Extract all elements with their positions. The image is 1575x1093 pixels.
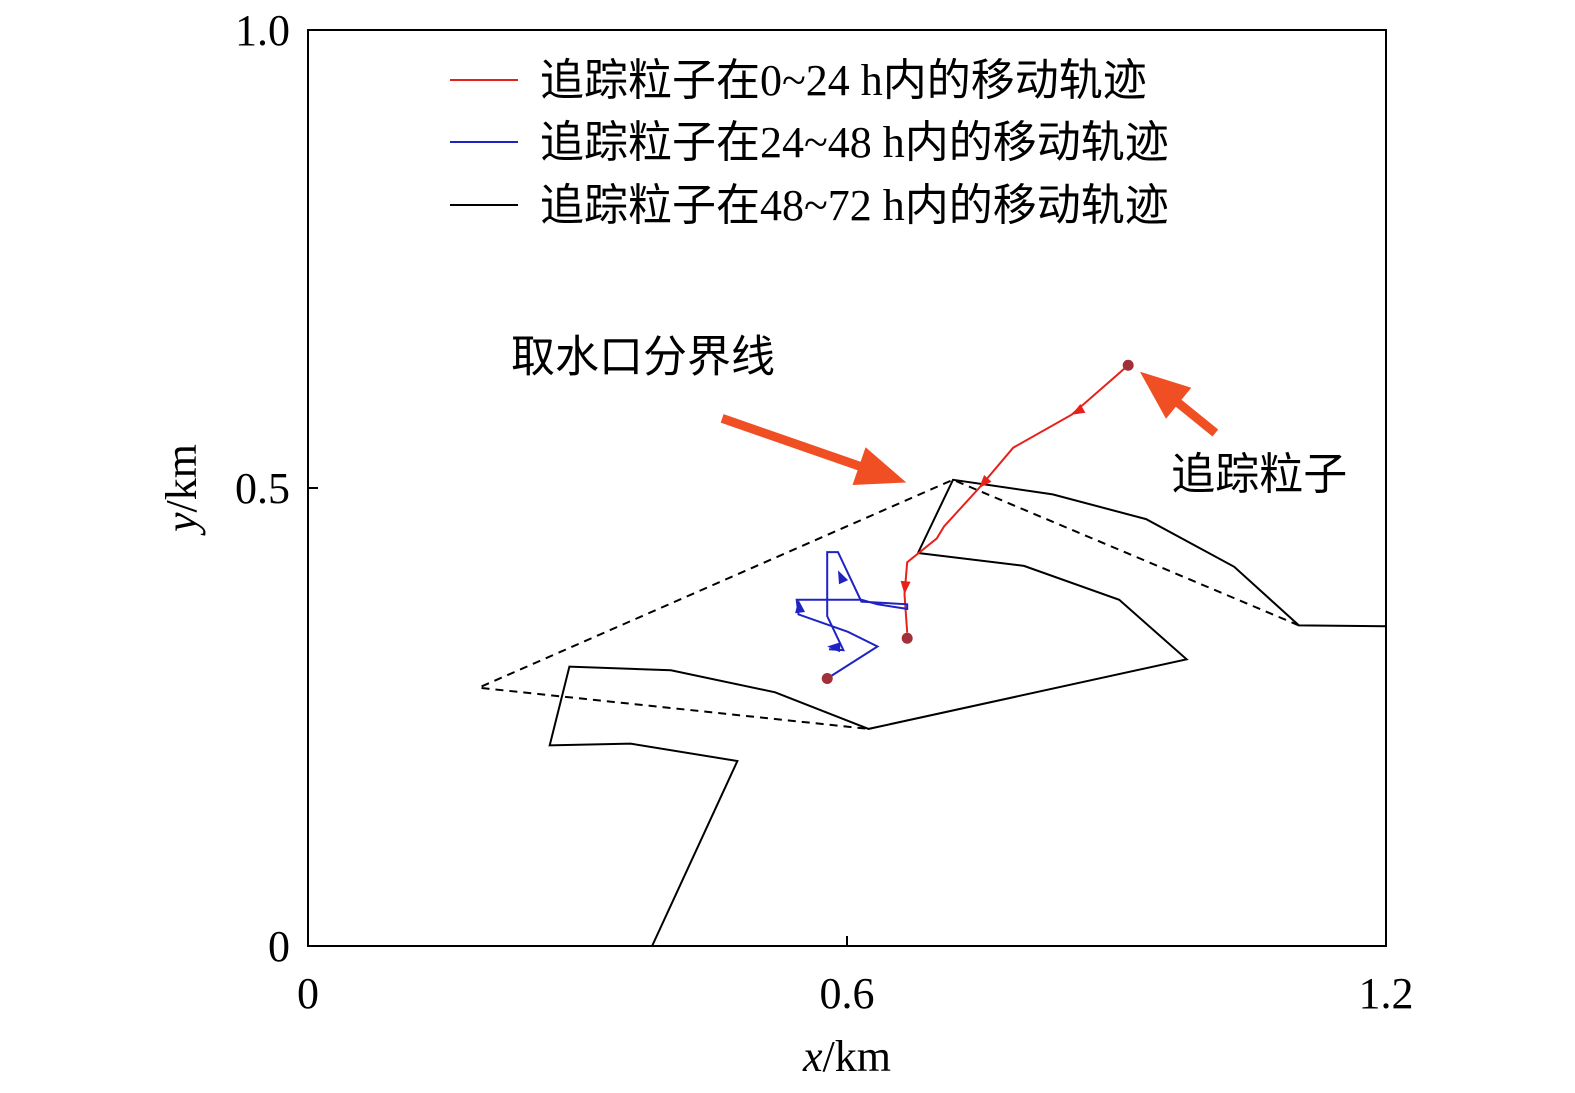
x-tick-label-2: 1.2 xyxy=(1359,969,1414,1018)
start-point-2 xyxy=(821,673,833,685)
legend-label-0-24h: 追踪粒子在0~24 h内的移动轨迹 xyxy=(540,56,1147,105)
x-tick-label-0: 0 xyxy=(297,969,319,1018)
x-axis: 0 0.6 1.2 x/km xyxy=(297,936,1414,1081)
x-tick-label-1: 0.6 xyxy=(820,969,875,1018)
y-ticks: 0 0.5 1.0 xyxy=(235,6,318,971)
y-axis: 0 0.5 1.0 y/km xyxy=(157,6,318,971)
legend-label-48-72h: 追踪粒子在48~72 h内的移动轨迹 xyxy=(540,181,1169,230)
y-tick-label-2: 1.0 xyxy=(235,6,290,55)
boundary-layer xyxy=(474,478,1387,947)
tracer-particle-annotation: 追踪粒子 xyxy=(1171,449,1347,500)
start-point-markers xyxy=(821,359,1134,685)
y-axis-label: y/km xyxy=(157,444,206,536)
x-axis-label: x/km xyxy=(802,1032,891,1081)
series-line-0 xyxy=(903,364,1129,633)
y-tick-label-0: 0 xyxy=(268,922,290,971)
series-1-direction-arrow-0 xyxy=(795,599,805,614)
legend: 追踪粒子在0~24 h内的移动轨迹 追踪粒子在24~48 h内的移动轨迹 追踪粒… xyxy=(450,56,1169,230)
series-0-direction-arrow-0 xyxy=(1071,404,1086,415)
series-0-direction-arrow-1 xyxy=(979,475,992,488)
series-1-direction-arrow-2 xyxy=(838,570,849,585)
y-tick-label-1: 0.5 xyxy=(235,464,290,513)
intake-boundary-annotation: 取水口分界线 xyxy=(511,332,775,383)
upper-shore-line xyxy=(917,478,1387,628)
series-1-direction-arrow-1 xyxy=(827,642,841,653)
tracer-particle-arrow xyxy=(1139,371,1219,437)
annotations: 取水口分界线 追踪粒子 xyxy=(511,332,1347,500)
series-line-1 xyxy=(795,551,909,680)
start-point-0 xyxy=(1122,359,1134,371)
intake-boundary-arrow xyxy=(720,414,907,485)
intake-boundary-dashed-line xyxy=(474,478,1300,730)
series-layer xyxy=(795,364,1129,680)
series-0-direction-arrow-2 xyxy=(900,580,911,595)
start-point-1 xyxy=(901,632,913,644)
lower-shore-line xyxy=(548,552,1189,947)
legend-label-24-48h: 追踪粒子在24~48 h内的移动轨迹 xyxy=(540,118,1169,167)
x-ticks: 0 0.6 1.2 xyxy=(297,936,1414,1018)
